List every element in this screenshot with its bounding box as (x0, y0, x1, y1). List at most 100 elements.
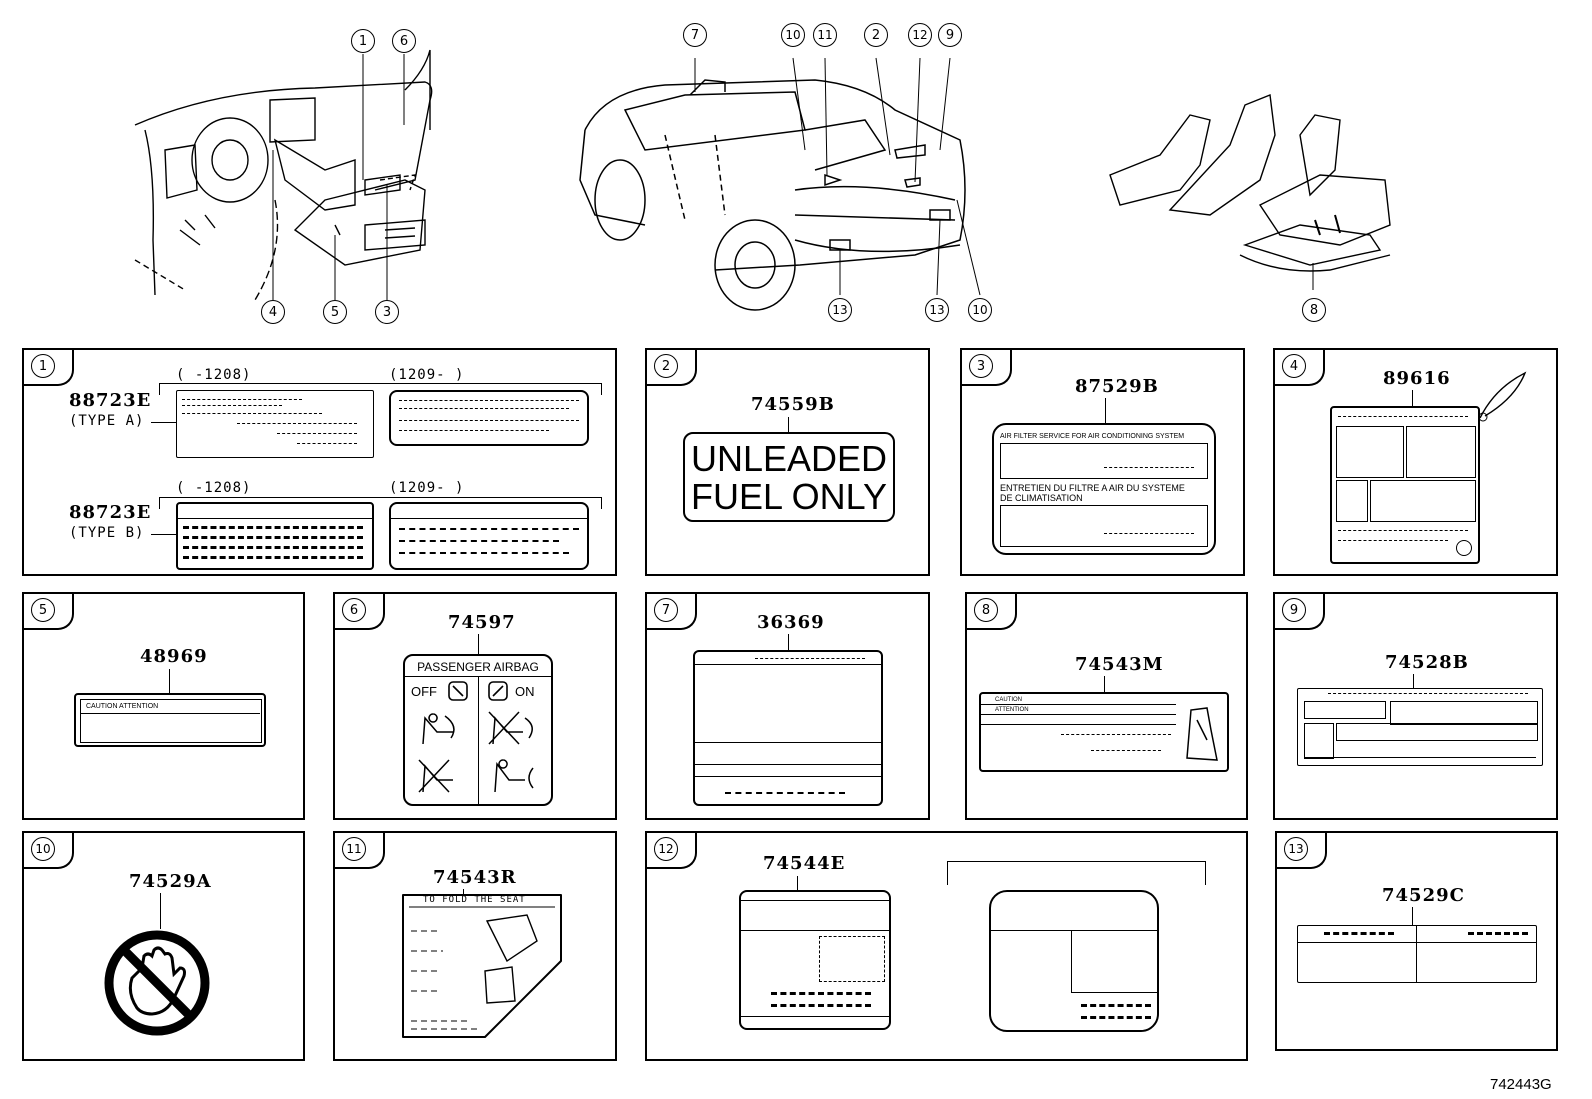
callout-6: 6 (392, 29, 416, 53)
panel-1: 1 88723E (TYPE A) 88723E (TYPE B) ( -120… (22, 348, 617, 576)
panel-10-number: 10 (31, 837, 55, 861)
label-74543m: CAUTION ATTENTION (979, 692, 1229, 772)
panel-4: 4 89616 (1273, 348, 1558, 576)
panel-12-part: 74544E (763, 853, 846, 874)
panel-10-part: 74529A (129, 871, 212, 892)
panel-4-number: 4 (1282, 354, 1306, 378)
caution-text: CAUTION ATTENTION (86, 703, 159, 710)
air-filter-title-fr-2: DE CLIMATISATION (1000, 493, 1083, 503)
rear-child-seat-crossed-icon (488, 711, 533, 745)
panel-6-part: 74597 (448, 612, 516, 633)
airbag-on-label: ON (515, 684, 535, 699)
panel-3-number: 3 (969, 354, 993, 378)
label-88723e-type-a-old (176, 390, 374, 458)
panel-6-number: 6 (342, 598, 366, 622)
callout-13-right: 13 (925, 298, 949, 322)
panel-5-number: 5 (31, 598, 55, 622)
panel-1-range-new-a: (1209- ) (389, 367, 465, 383)
callout-5: 5 (323, 300, 347, 324)
panel-6: 6 74597 PASSENGER AIRBAG OFF ON (333, 592, 617, 820)
label-88723e-type-b-old (176, 502, 374, 570)
callout-2: 2 (864, 23, 888, 47)
seated-adult-icon (494, 759, 534, 793)
panel-7: 7 36369 (645, 592, 930, 820)
rear-child-seat-icon (418, 759, 453, 793)
suv-illustration (579, 57, 981, 311)
callout-13-left: 13 (828, 298, 852, 322)
callout-4: 4 (261, 300, 285, 324)
panel-1-range-old-a: ( -1208) (176, 367, 252, 383)
fuel-only-text: FUEL ONLY (690, 476, 888, 517)
label-74544e-right (989, 890, 1159, 1032)
panel-13: 13 74529C (1275, 831, 1558, 1051)
panel-5: 5 48969 CAUTION ATTENTION (22, 592, 305, 820)
panel-7-number: 7 (654, 598, 678, 622)
panel-12: 12 74544E (645, 831, 1248, 1061)
panel-1-part-a: 88723E (69, 390, 152, 411)
air-filter-title-en: AIR FILTER SERVICE FOR AIR CONDITIONING … (1000, 433, 1185, 440)
fold-seat-title: TO FOLD THE SEAT (423, 895, 526, 905)
callout-9: 9 (938, 23, 962, 47)
callout-3: 3 (375, 300, 399, 324)
panel-5-part: 48969 (140, 646, 208, 667)
seats-illustration (1109, 94, 1391, 290)
panel-1-part-b: 88723E (69, 502, 152, 523)
panel-3: 3 87529B AIR FILTER SERVICE FOR AIR COND… (960, 348, 1245, 576)
panel-11-number: 11 (342, 837, 366, 861)
passenger-airbag-title: PASSENGER AIRBAG (417, 660, 539, 674)
seated-child-icon (422, 713, 455, 745)
label-88723e-type-a-new (389, 390, 589, 446)
panel-1-number: 1 (31, 354, 55, 378)
panel-9-part: 74528B (1385, 652, 1469, 673)
label-74559b: UNLEADED FUEL ONLY (683, 432, 895, 522)
panel-3-part: 87529B (1075, 376, 1159, 397)
panel-10: 10 74529A (22, 831, 305, 1061)
panel-12-number: 12 (654, 837, 678, 861)
label-36369 (693, 650, 883, 806)
panel-11: 11 74543R TO FOLD THE SEAT (333, 831, 617, 1061)
label-48969: CAUTION ATTENTION (74, 693, 266, 747)
panel-1-range-new-b: (1209- ) (389, 480, 465, 496)
airbag-off-icon (448, 681, 468, 701)
label-74528b (1297, 688, 1543, 766)
label-89616 (1330, 406, 1480, 564)
panel-4-part: 89616 (1383, 368, 1451, 389)
callout-10-lower: 10 (968, 298, 992, 322)
panel-2-part: 74559B (751, 394, 835, 415)
label-74597: PASSENGER AIRBAG OFF ON (403, 654, 553, 806)
air-filter-title-fr-1: ENTRETIEN DU FILTRE A AIR DU SYSTEME (1000, 483, 1185, 493)
figure-code: 742443G (1490, 1076, 1552, 1093)
callout-8: 8 (1302, 298, 1326, 322)
panel-1-type-a: (TYPE A) (69, 413, 145, 429)
panel-1-type-b: (TYPE B) (69, 525, 145, 541)
attention-label-8: ATTENTION (995, 707, 1029, 713)
no-touch-icon (104, 930, 210, 1036)
label-87529b: AIR FILTER SERVICE FOR AIR CONDITIONING … (992, 423, 1216, 555)
panel-13-number: 13 (1284, 837, 1308, 861)
hang-tag-icon (1478, 371, 1527, 422)
panel-8-part: 74543M (1075, 654, 1164, 675)
label-88723e-type-b-new (389, 502, 589, 570)
seat-folding-icon (1186, 707, 1218, 761)
label-74543r-shape (402, 894, 562, 1038)
panel-13-part: 74529C (1382, 885, 1465, 906)
panel-8: 8 74543M CAUTION ATTENTION (965, 592, 1248, 820)
callout-11: 11 (813, 23, 837, 47)
dashboard-illustration (134, 49, 433, 301)
panel-1-range-old-b: ( -1208) (176, 480, 252, 496)
panel-9-number: 9 (1282, 598, 1306, 622)
panel-11-part: 74543R (433, 867, 517, 888)
label-74529c (1297, 925, 1537, 983)
panel-2: 2 74559B UNLEADED FUEL ONLY (645, 348, 930, 576)
caution-label-8: CAUTION (995, 697, 1022, 703)
panel-9: 9 74528B (1273, 592, 1558, 820)
airbag-off-label: OFF (411, 684, 437, 699)
callout-1: 1 (351, 29, 375, 53)
panel-2-number: 2 (654, 354, 678, 378)
callout-10: 10 (781, 23, 805, 47)
label-74544e-left (739, 890, 891, 1030)
airbag-on-icon (488, 681, 508, 701)
unleaded-text: UNLEADED (690, 438, 888, 479)
panel-8-number: 8 (974, 598, 998, 622)
callout-12: 12 (908, 23, 932, 47)
